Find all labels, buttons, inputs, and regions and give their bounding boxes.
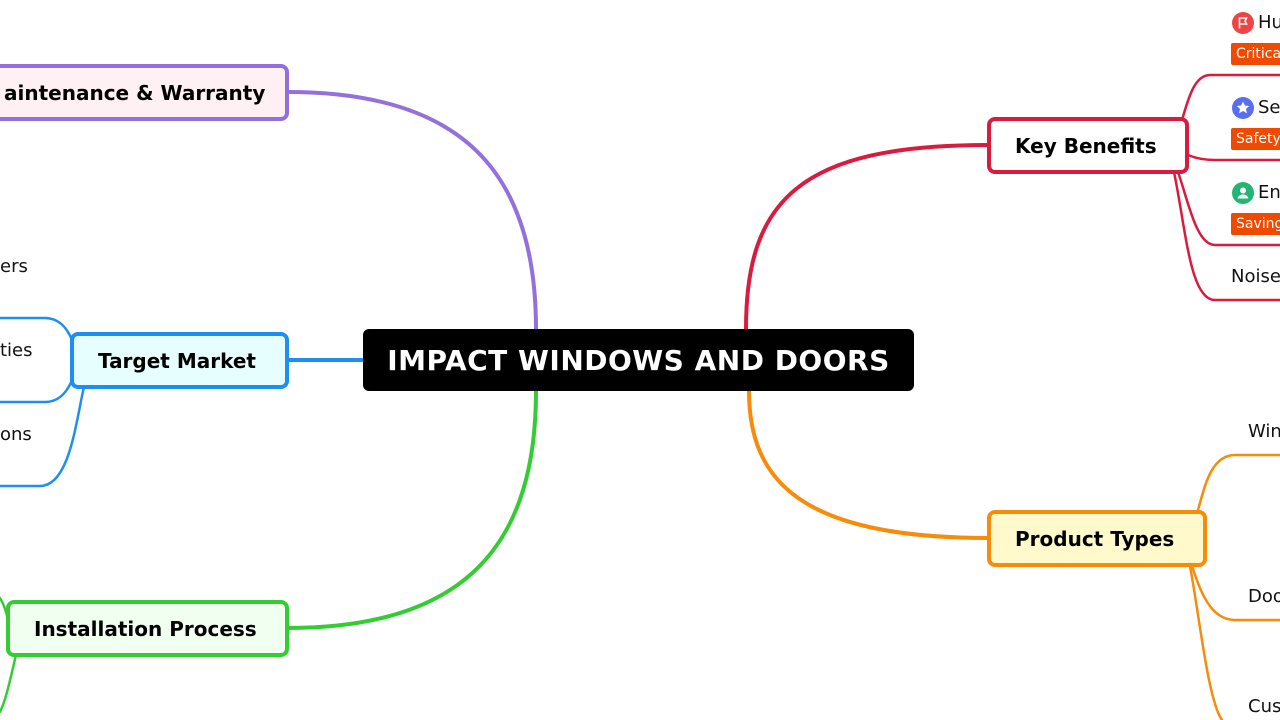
central-topic[interactable]: IMPACT WINDOWS AND DOORS	[363, 329, 914, 391]
link-benefit-4	[1172, 170, 1280, 302]
benefit-leaf-text[interactable]: Noise	[1231, 266, 1280, 287]
priority-tag: Critica	[1231, 43, 1280, 65]
link-product-2	[1190, 564, 1280, 622]
link-benefit-2	[1186, 153, 1280, 162]
target-leaf-text[interactable]: ties	[0, 340, 33, 361]
link-maintenance	[286, 90, 538, 331]
branch-installation-process[interactable]: Installation Process	[6, 600, 289, 657]
link-installation-2	[0, 653, 18, 714]
branch-maintenance-warranty[interactable]: aintenance & Warranty	[0, 64, 289, 121]
link-product-3	[1188, 564, 1224, 720]
link-target-2	[0, 378, 74, 404]
branch-target-market[interactable]: Target Market	[70, 332, 289, 389]
product-leaf-text[interactable]: Cus	[1248, 696, 1280, 717]
product-leaf-text[interactable]: Doo	[1248, 586, 1280, 607]
link-target-3	[0, 385, 86, 488]
flag-icon	[1232, 12, 1254, 34]
target-leaf-text[interactable]: ers	[0, 256, 28, 277]
benefit-leaf-text[interactable]: Hu	[1258, 12, 1280, 33]
star-icon	[1232, 97, 1254, 119]
link-target-1	[0, 316, 74, 342]
link-installation	[286, 389, 538, 630]
category-tag: Saving	[1231, 213, 1280, 235]
branch-key-benefits[interactable]: Key Benefits	[987, 117, 1189, 174]
benefit-leaf-text[interactable]: Se	[1258, 97, 1280, 118]
link-product-1	[1196, 453, 1280, 512]
benefit-leaf-text[interactable]: En	[1258, 182, 1280, 203]
person-icon	[1232, 182, 1254, 204]
link-key-benefits	[744, 143, 990, 331]
link-benefit-1	[1180, 73, 1280, 122]
product-leaf-text[interactable]: Win	[1248, 421, 1280, 442]
branch-product-types[interactable]: Product Types	[987, 510, 1207, 567]
target-leaf-text[interactable]: ons	[0, 424, 32, 445]
link-product-types	[747, 389, 990, 540]
category-tag: Safety	[1231, 128, 1280, 150]
link-benefit-3	[1176, 170, 1280, 247]
